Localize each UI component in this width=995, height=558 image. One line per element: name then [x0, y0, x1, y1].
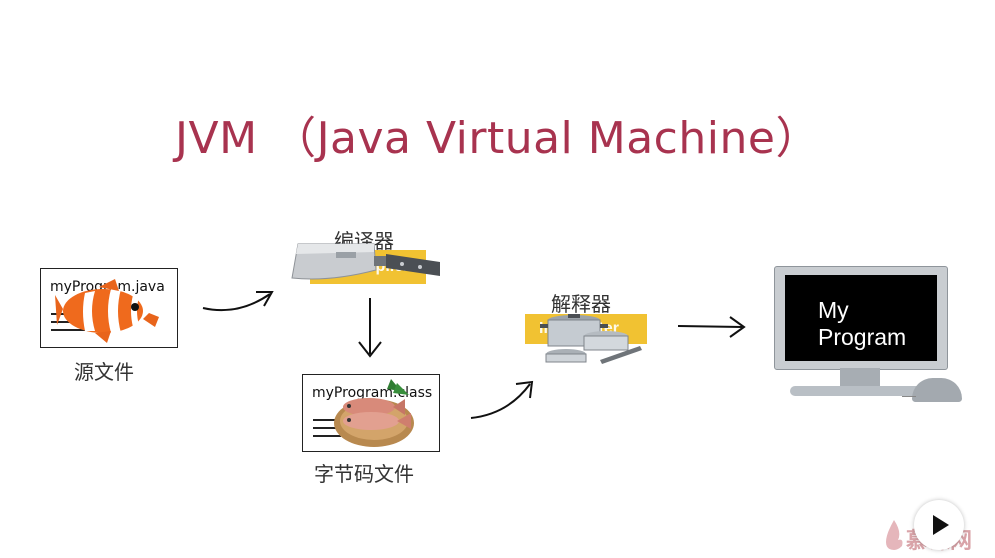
monitor-screen: My Program	[785, 275, 937, 361]
flame-logo-icon	[886, 520, 903, 550]
monitor-base	[790, 386, 930, 396]
file-line	[313, 427, 345, 429]
mouse-cable	[902, 396, 916, 397]
arrow-bytecode-to-interpreter	[470, 380, 534, 419]
mouse-icon	[912, 378, 962, 402]
arrow-compiler-to-bytecode	[358, 298, 382, 358]
fish-basket-image	[334, 379, 414, 447]
bytecode-file-caption: 字节码文件	[314, 462, 414, 486]
monitor-neck	[840, 368, 880, 386]
play-icon	[933, 515, 949, 535]
screen-line-1: My	[818, 297, 849, 323]
page-title: JVM （Java Virtual Machine）	[175, 113, 820, 164]
cleaver-knife-image	[291, 243, 440, 280]
arrow-interpreter-to-monitor	[677, 316, 746, 338]
file-line	[313, 435, 341, 437]
source-file-caption: 源文件	[74, 360, 134, 384]
play-button[interactable]	[914, 500, 964, 550]
source-file-card: myProgram.java	[40, 268, 178, 348]
bytecode-file-card: myProgram.class	[302, 374, 440, 452]
interpreter-label: 解释器	[551, 292, 611, 316]
file-line	[51, 329, 85, 331]
clownfish-image	[55, 279, 159, 343]
monitor: My Program	[774, 266, 948, 370]
file-line	[313, 419, 337, 421]
screen-line-2: Program	[818, 324, 907, 350]
pots-image	[540, 314, 642, 364]
arrow-source-to-compiler	[202, 291, 274, 312]
